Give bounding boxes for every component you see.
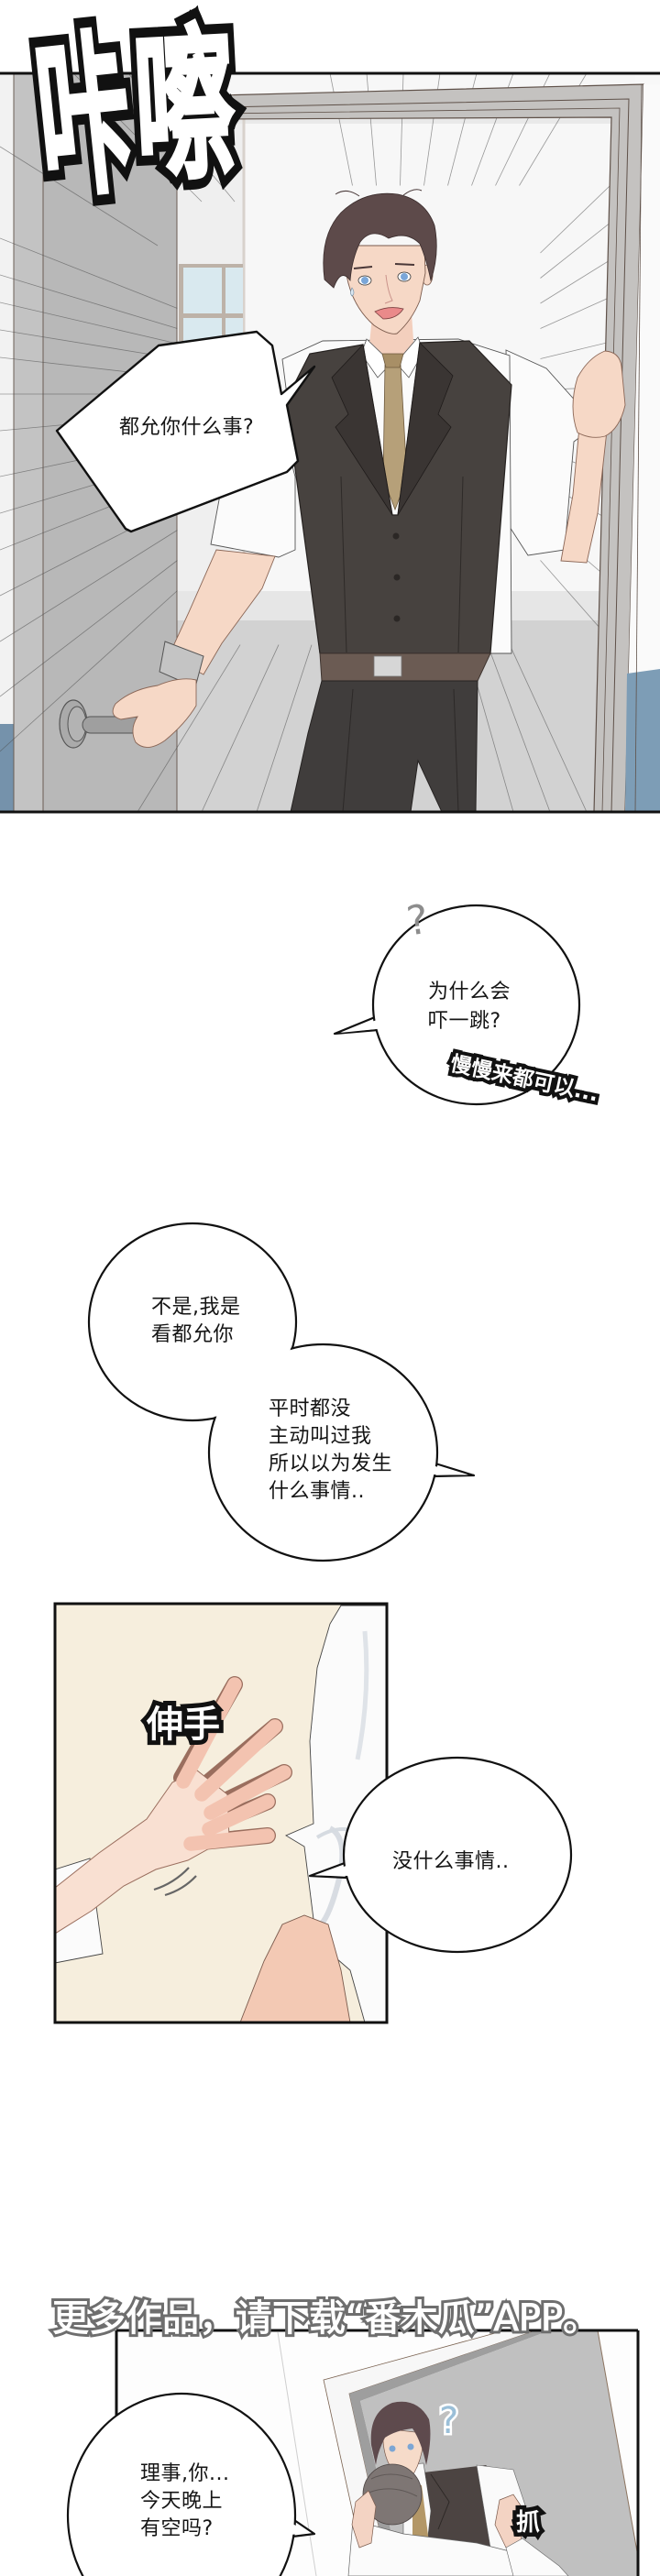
vest-button: [392, 532, 400, 540]
speech-bubble-double: [87, 1222, 476, 1562]
hand-gripping-frame: [572, 350, 626, 438]
bubble-text-line: 主动叫过我: [269, 1425, 372, 1448]
speech-bubble-nothing-happened: [308, 1756, 573, 1954]
speech-bubble-why-startled: [333, 904, 581, 1106]
bubble-text-never-called-me: 平时都没 主动叫过我 所以以为发生 什么事情..: [269, 1396, 392, 1506]
man-in-white-shirt: [347, 2463, 569, 2576]
shirt-sleeve-right: [505, 349, 589, 556]
bubble-text-line: 都允你什么事?: [119, 416, 255, 439]
white-shirt: [285, 1605, 387, 2022]
bubble-text-line: 不是,我是: [151, 1296, 241, 1319]
tie-knot: [381, 353, 404, 368]
sweat-drop: [350, 287, 355, 297]
sfx-fill: 咔: [27, 10, 141, 225]
panel-final: [116, 2330, 638, 2576]
lapel-right: [397, 342, 454, 516]
bubble-text-nothing-happened: 没什么事情..: [392, 1848, 510, 1876]
question-mark-fill: ?: [439, 2400, 459, 2442]
bubble-text-line: 有空吗?: [140, 2517, 214, 2540]
reaching-hand: [55, 1676, 292, 1935]
corridor-outside: [625, 83, 660, 812]
mouth: [374, 307, 404, 320]
belt-buckle: [373, 655, 402, 677]
forearm-left: [168, 549, 276, 675]
eye-right: [401, 273, 408, 280]
motion-mark: [164, 1875, 197, 1897]
sfx-fill: 嚓: [128, 6, 242, 207]
watermark-fill: 更多作品，请下载“番木瓜”APP。: [51, 2297, 600, 2340]
question-mark-outline: ?: [436, 2400, 460, 2442]
panel-1-door-scene: [0, 73, 660, 812]
window: [179, 264, 243, 341]
bubble-text-line: 今天晚上: [140, 2490, 224, 2513]
hand-on-head: [351, 2490, 377, 2549]
sfx-outline: 伸手: [142, 1702, 225, 1748]
bubble-text-why-startled: 为什么会 吓一跳?: [428, 978, 511, 1036]
trousers: [290, 680, 478, 812]
bubble-text-line: 看都允你: [151, 1323, 235, 1346]
sfx-fill: 抓: [516, 2509, 541, 2537]
motion-mark: [153, 1867, 190, 1891]
vest-button: [393, 615, 401, 622]
speech-bubble-free-tonight: [66, 2392, 316, 2576]
bubble-text-line: 平时都没: [269, 1398, 352, 1420]
bubble-text-line: 理事,你...: [140, 2462, 230, 2485]
bubble-text-line: 吓一跳?: [428, 1010, 501, 1033]
bubble-text-line: 没什么事情..: [392, 1850, 510, 1873]
door-handle-rosette: [59, 699, 88, 749]
bubble-text-line: 什么事情..: [269, 1480, 365, 1503]
man-in-vest: [82, 189, 626, 812]
sfx-fill: 伸手: [147, 1704, 220, 1746]
watermark-outline: 更多作品，请下载“番木瓜”APP。: [49, 2297, 602, 2340]
bubble-text-panel1-question: 都允你什么事?: [119, 415, 254, 441]
bubble-text-free-tonight: 理事,你... 今天晚上 有空吗?: [140, 2461, 229, 2543]
hand-on-handle: [112, 678, 197, 748]
speech-bubble-panel1: [55, 330, 316, 533]
door-handle-lever: [82, 716, 142, 734]
panel-hand-reach: [55, 1604, 387, 2022]
lapel-left: [331, 344, 393, 516]
sfx-outline: 抓: [512, 2507, 544, 2539]
lower-arm: [239, 1914, 351, 2022]
hair: [323, 192, 437, 289]
eye-left: [361, 277, 368, 284]
bubble-text-line: 为什么会: [428, 981, 512, 1003]
belt: [319, 652, 491, 682]
bubble-text-no-i-saw-you: 不是,我是 看都允你: [151, 1294, 241, 1349]
vest-button: [393, 574, 401, 581]
bubble-text-line: 所以以为发生: [269, 1452, 393, 1475]
